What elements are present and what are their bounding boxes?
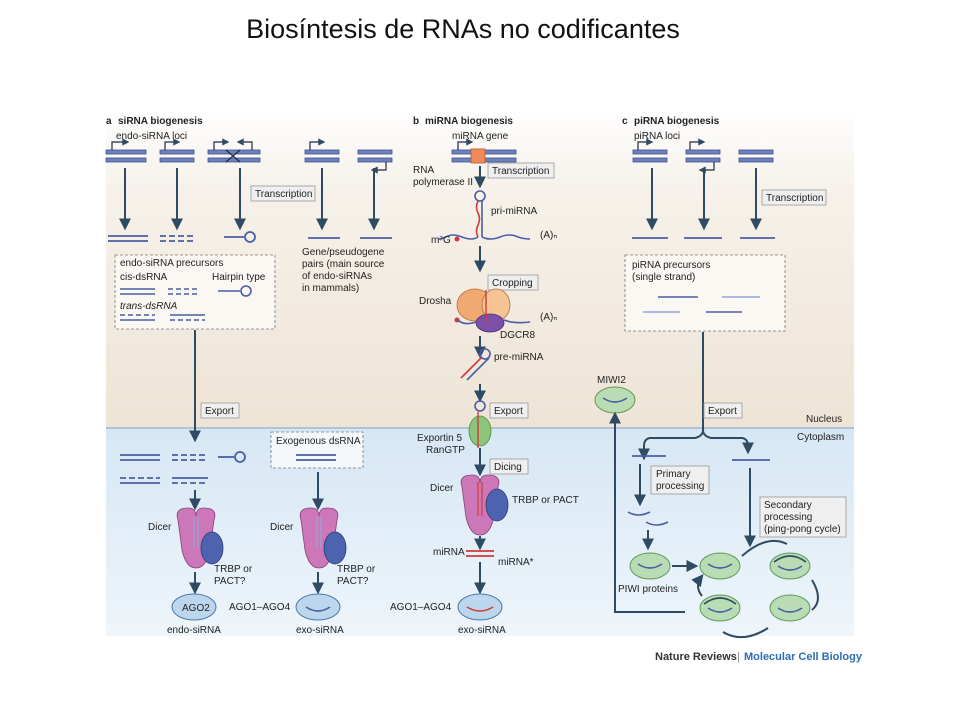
rna-polymerase-line1: RNA [413, 165, 434, 176]
transcription-tag-c: Transcription [766, 193, 823, 204]
pri-mirna-label: pri-miRNA [491, 206, 537, 217]
secondary-processing-line2: processing [764, 512, 812, 523]
trbp-pact-q-a2-line1: TRBP or [337, 564, 376, 575]
pirna-precursors-line2: (single strand) [632, 272, 695, 283]
endo-sirna-loci [105, 149, 393, 163]
piwi-complexes [629, 552, 811, 622]
mirna-label: miRNA [433, 547, 465, 558]
dicer-label-b: Dicer [430, 483, 454, 494]
credit-section: Molecular Cell Biology [744, 651, 863, 663]
dicer-icon [176, 507, 224, 569]
trbp-pact-q-a2-line2: PACT? [337, 576, 369, 587]
endo-sirna-label: endo-siRNA [167, 625, 221, 636]
pirna-precursors-line1: piRNA precursors [632, 260, 710, 271]
panel-b-heading: miRNA biogenesis [425, 116, 513, 127]
exportin5-icon [468, 415, 492, 447]
credit-separator: | [737, 651, 740, 663]
trbp-pact-q-a1-line2: PACT? [214, 576, 246, 587]
cropping-tag: Cropping [492, 278, 533, 289]
pirna-loci-label: piRNA loci [634, 131, 680, 142]
pirna-precursors-box [624, 254, 786, 332]
gene-pseudogene-line4: in mammals) [302, 283, 359, 294]
miwi2-complex [594, 386, 636, 414]
mirna-gene-label: miRNA gene [452, 131, 509, 142]
ago-complex-exo [295, 593, 341, 621]
piwi-proteins-label: PIWI proteins [618, 584, 678, 595]
cytoplasm-label: Cytoplasm [797, 432, 844, 443]
ago1-ago4-label-a: AGO1–AGO4 [229, 602, 291, 613]
drosha-label: Drosha [419, 296, 452, 307]
panel-c-letter: c [622, 116, 628, 127]
gene-pseudogene-line2: pairs (main source [302, 259, 385, 270]
panel-b-letter: b [413, 116, 419, 127]
endo-sirna-loci-label: endo-siRNA loci [116, 131, 187, 142]
trbp-pact-q-a1-line1: TRBP or [214, 564, 253, 575]
panel-c-heading: piRNA biogenesis [634, 116, 720, 127]
transcription-tag-b: Transcription [492, 166, 549, 177]
mirna-duplex [466, 550, 494, 557]
ago2-complex [171, 593, 217, 621]
exportin-line1: Exportin 5 [417, 433, 462, 444]
pri-mirna-hairpin [437, 190, 531, 240]
pre-mirna-label: pre-miRNA [494, 352, 544, 363]
endo-precursors-box [114, 254, 276, 330]
primary-processing-box [650, 465, 710, 495]
ago2-label: AGO2 [182, 603, 210, 614]
trans-dsrna-label: trans-dsRNA [120, 301, 178, 312]
exogenous-dsrna-box [270, 431, 364, 469]
ago1-ago4-label-b: AGO1–AGO4 [390, 602, 452, 613]
polya-label-2: (A)ₙ [540, 312, 557, 323]
dgcr8-label: DGCR8 [500, 330, 535, 341]
exo-sirna-label-b: exo-siRNA [458, 625, 506, 636]
exportin-line2: RanGTP [426, 445, 465, 456]
pirna-loci [632, 149, 774, 163]
endo-precursors-label: endo-siRNA precursors [120, 258, 223, 269]
panel-a-heading: siRNA biogenesis [118, 116, 203, 127]
ago-complex-mirna [457, 593, 503, 621]
hairpin-type-label: Hairpin type [212, 272, 266, 283]
mirna-gene-locus [451, 138, 517, 164]
export-tag-c: Export [708, 406, 737, 417]
credit-journal: Nature Reviews [655, 651, 737, 663]
primary-processing-line1: Primary [656, 469, 690, 480]
mirna-star-label: miRNA* [498, 557, 534, 568]
transcription-tag-a: Transcription [255, 189, 312, 200]
miwi2-label: MIWI2 [597, 375, 626, 386]
rna-polymerase-line2: polymerase II [413, 177, 473, 188]
export-tag-a: Export [205, 406, 234, 417]
polya-label-1: (A)ₙ [540, 230, 557, 241]
export-tag-b: Export [494, 406, 523, 417]
dicer-label-a2: Dicer [270, 522, 294, 533]
dicing-tag: Dicing [494, 462, 522, 473]
gene-pseudogene-line3: of endo-siRNAs [302, 271, 372, 282]
slide-title: Biosíntesis de RNAs no codificantes [246, 14, 680, 44]
secondary-processing-line1: Secondary [764, 500, 812, 511]
secondary-processing-box [759, 496, 847, 538]
dicer-icon [299, 507, 347, 569]
primary-processing-line2: processing [656, 481, 704, 492]
ping-pong-cycle [698, 540, 819, 639]
dicer-label-a1: Dicer [148, 522, 172, 533]
m7g-label-1: m⁷G [431, 235, 451, 246]
pre-mirna-hairpin [460, 348, 491, 381]
secondary-processing-line3: (ping-pong cycle) [764, 524, 841, 535]
cis-dsrna-label: cis-dsRNA [120, 272, 168, 283]
exo-sirna-label-a: exo-siRNA [296, 625, 344, 636]
drosha-icon [456, 288, 511, 333]
dicer-icon [460, 474, 509, 536]
panel-a-letter: a [106, 116, 112, 127]
nucleus-label: Nucleus [806, 414, 842, 425]
trbp-pact-label: TRBP or PACT [512, 495, 579, 506]
exogenous-dsrna-label: Exogenous dsRNA [276, 436, 361, 447]
gene-pseudogene-line1: Gene/pseudogene [302, 247, 385, 258]
